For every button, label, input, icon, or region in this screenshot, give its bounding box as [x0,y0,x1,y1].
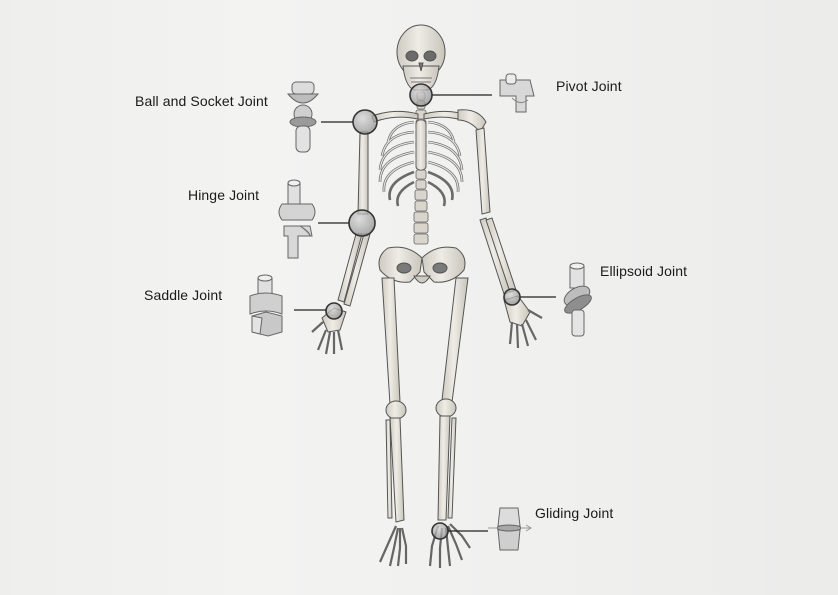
leader-lines [294,94,556,532]
pelvis [378,246,466,284]
neck-joint-marker [409,83,433,107]
pivot-model-icon [499,73,535,113]
ellipsoid-joint-label: Ellipsoid Joint [600,263,688,279]
ball-and-socket-joint-label: Ball and Socket Joint [135,93,268,109]
sternum [415,119,427,171]
viewer-right-arm [475,127,531,327]
gliding-model-icon [488,507,532,551]
thumb-joint-marker [325,302,343,320]
pivot-joint-label: Pivot Joint [556,78,622,94]
saddle-joint-label: Saddle Joint [144,287,223,303]
legs [381,277,469,523]
ball-and-socket-model-icon [286,81,320,153]
feet [378,523,471,568]
saddle-model-icon [249,274,283,337]
shoulder-joint-marker [352,109,378,135]
viewer-right-fingers [508,309,543,349]
viewer-left-arm [321,131,371,333]
elbow-joint-marker [348,209,376,237]
skull [396,24,446,91]
viewer-left-fingers [311,321,344,355]
clavicles [371,109,487,133]
wrist-joint-marker [503,288,521,306]
ankle-joint-marker [431,522,449,540]
rib-cage-highlight [379,121,463,193]
gliding-joint-label: Gliding Joint [535,505,614,521]
ellipsoid-model-icon [563,262,592,337]
hinge-model-icon [278,179,316,259]
hinge-joint-label: Hinge Joint [188,187,260,203]
joint-markers [325,83,521,540]
